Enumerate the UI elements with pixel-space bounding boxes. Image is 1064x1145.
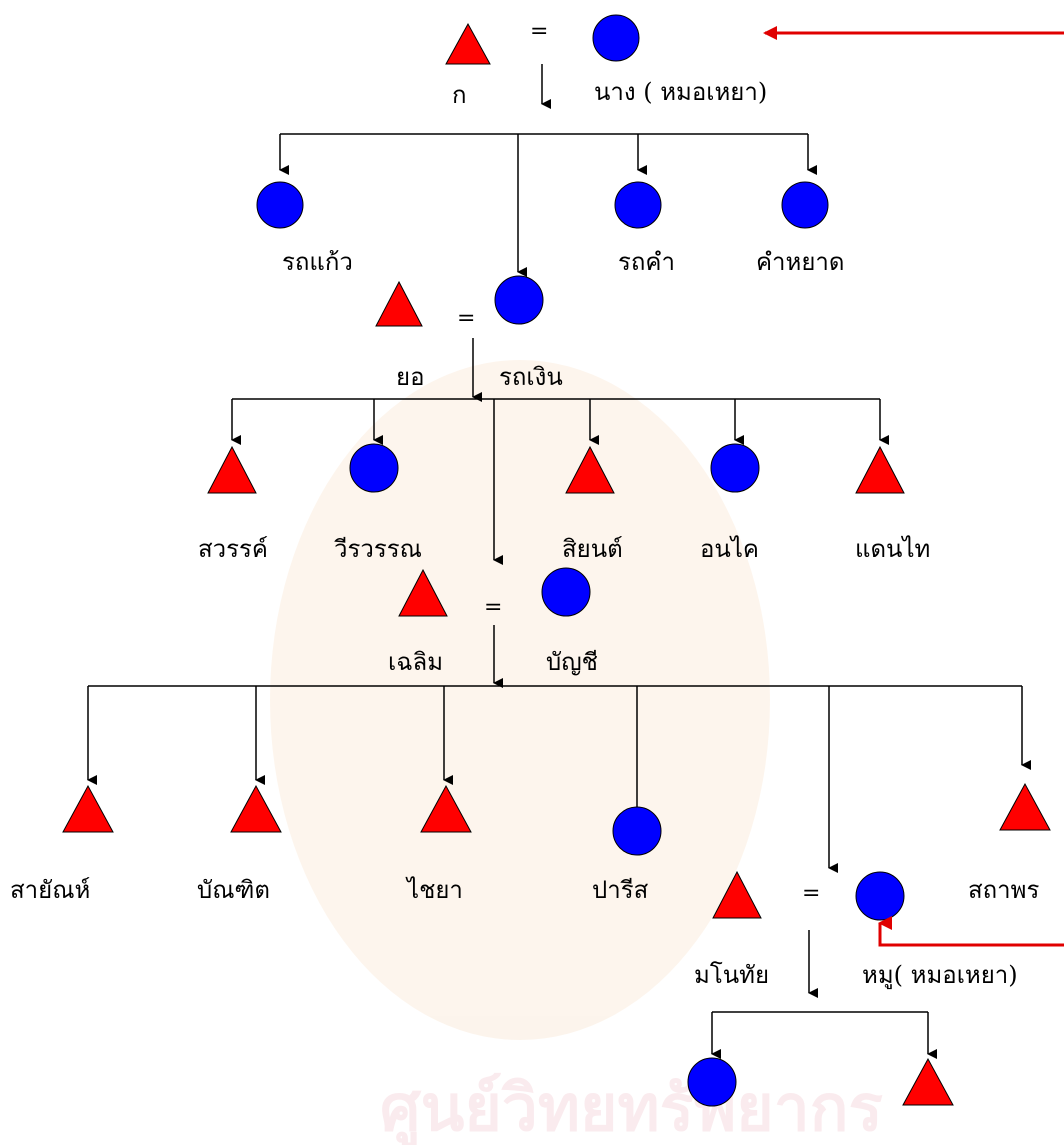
- male-symbol-sayon: [565, 445, 615, 494]
- person-label-sayon: สิยนต์: [562, 535, 623, 563]
- person-label-parisa: ปารีส: [592, 876, 649, 904]
- watermark-text: ศูนย์วิทยทรัพยากร: [380, 1072, 883, 1145]
- person-label-g4-husband: มโนทัย: [694, 961, 769, 989]
- male-symbol-daenthai: [855, 445, 905, 494]
- female-symbol-rodkham: [614, 181, 662, 229]
- person-label-rodkaew: รถแก้ว: [282, 248, 353, 276]
- female-symbol-g5-daughter: [687, 1057, 737, 1107]
- person-label-rodkham: รถคำ: [618, 248, 675, 276]
- female-symbol-onnadai: [710, 443, 760, 493]
- female-symbol-rodkaew: [256, 181, 304, 229]
- male-symbol-chaiya: [420, 784, 472, 833]
- female-symbol-weerawan: [349, 443, 399, 493]
- male-symbol-g3-husband: [398, 568, 448, 617]
- female-symbol-g2-wife: [494, 275, 544, 325]
- male-symbol-g2-husband: [375, 280, 423, 327]
- male-symbol-g5-son: [902, 1057, 954, 1106]
- male-symbol-sayan: [62, 784, 114, 833]
- female-symbol-g3-wife: [541, 567, 591, 617]
- male-symbol-bundit: [230, 784, 282, 833]
- female-symbol-khamyad: [781, 181, 829, 229]
- person-label-khamyad: คำหยาด: [756, 248, 844, 276]
- person-label-g3-husband: เฉลิม: [388, 648, 443, 676]
- male-symbol-sawan: [207, 445, 257, 494]
- female-symbol-g1-wife: [592, 14, 640, 62]
- highlight-arrow-bottom: [878, 916, 1064, 947]
- marriage-symbol-g1: =: [530, 19, 548, 44]
- person-label-g1-wife: นาง ( หมอเหยา): [594, 78, 767, 106]
- person-label-g4-wife: หมู( หมอเหยา): [862, 961, 1018, 990]
- marriage-symbol-g2: =: [457, 306, 475, 331]
- marriage-symbol-g3: =: [484, 595, 502, 620]
- person-label-onnadai: อนไค: [700, 535, 759, 563]
- person-label-weerawan: วีรวรรณ: [333, 535, 421, 563]
- person-label-bundit: บัณฑิต: [197, 876, 270, 904]
- marriage-symbol-g4: =: [802, 881, 820, 906]
- person-label-g2-husband: ยอ: [396, 363, 424, 391]
- watermark: ศูนย์วิทยทรัพยากร: [270, 360, 883, 1145]
- person-label-g1-husband: ก: [452, 81, 467, 109]
- female-symbol-parisa: [612, 806, 662, 856]
- male-symbol-g1-husband: [445, 22, 491, 65]
- female-symbol-g4-wife: [855, 871, 905, 921]
- person-label-g3-wife: บัญชี: [546, 648, 598, 676]
- person-label-chaiya: ไชยา: [405, 876, 463, 904]
- person-label-sayan: สายัณห์: [10, 876, 90, 904]
- male-symbol-sathaporn: [999, 782, 1051, 831]
- person-label-daenthai: แดนไท: [855, 535, 930, 563]
- person-label-sathaporn: สถาพร: [968, 876, 1039, 904]
- person-label-g2-wife: รถเงิน: [499, 363, 563, 391]
- person-label-sawan: สวรรค์: [198, 535, 268, 563]
- male-symbol-g4-husband: [712, 870, 762, 919]
